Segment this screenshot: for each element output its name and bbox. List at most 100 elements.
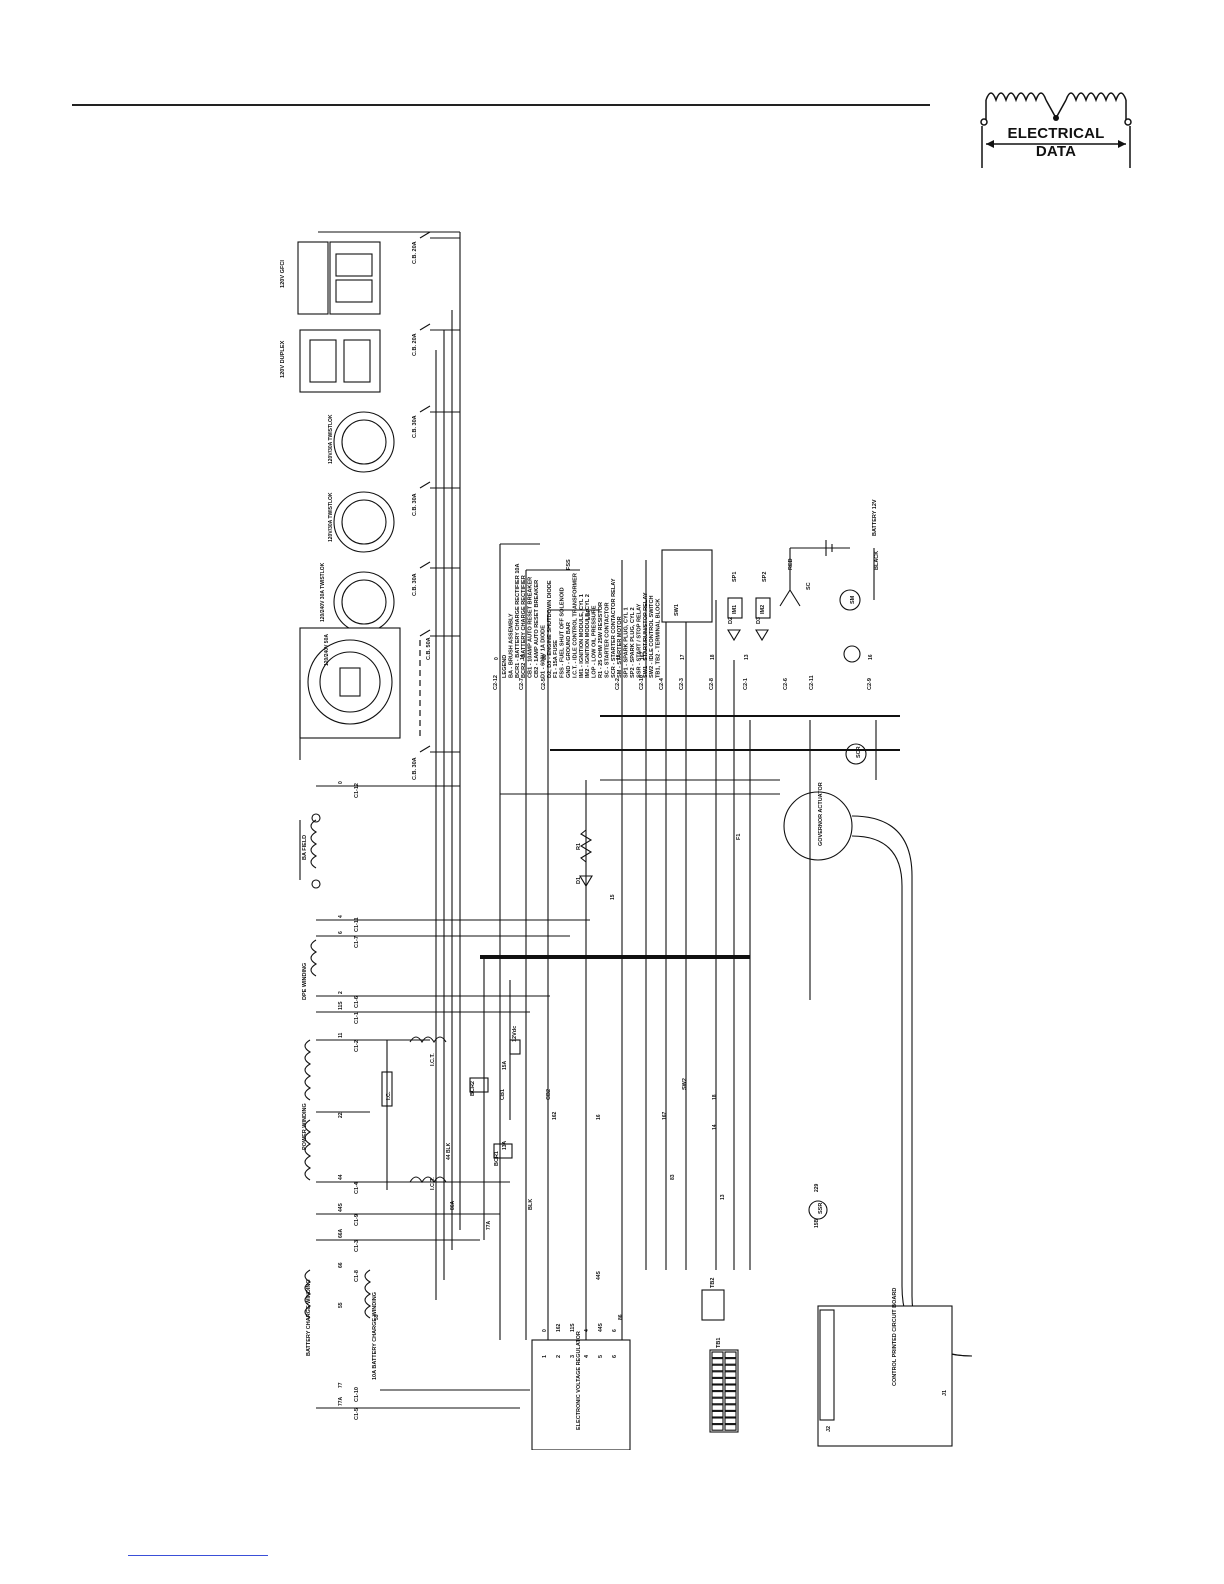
wire-label-top: 16 xyxy=(868,654,874,660)
label-sw1: SW1 xyxy=(674,604,680,616)
connector-left: C1-3 xyxy=(354,1240,360,1252)
control-pcb-box xyxy=(817,1305,953,1447)
evr-pin: 2 xyxy=(556,1355,562,1358)
connector-left: C1-4 xyxy=(354,1181,360,1194)
header-rule xyxy=(72,104,930,106)
ict-coil-2 xyxy=(409,1176,447,1184)
r1-d1 xyxy=(579,829,593,888)
wire-number: 229 xyxy=(814,1183,820,1192)
legend-entry: SSR - START / STOP RELAY xyxy=(636,603,642,678)
legend-entry: BCR2 - BATTERY CHARGE RECTIFIER xyxy=(521,575,527,678)
connector-top: C2-9 xyxy=(867,678,873,690)
wire-label-left: 77A xyxy=(338,1396,344,1406)
evr-wire: 44S xyxy=(598,1322,604,1332)
wire-number: 15A xyxy=(502,1060,508,1070)
label-cb-30a-2: C.B. 30A xyxy=(412,493,418,516)
label-blk: BLK xyxy=(528,1199,534,1210)
ict-coil-1 xyxy=(409,1036,447,1044)
governor-actuator xyxy=(783,791,853,861)
ict-group xyxy=(381,1036,447,1190)
wiring-diagram: LEGENDBA - BRUSH ASSEMBLYBCR1 - BATTERY … xyxy=(280,231,973,1450)
tb1-terminal xyxy=(711,1404,724,1411)
label-receptacle-50a: 120/240V 50A xyxy=(324,634,330,666)
tb2-block xyxy=(701,1289,725,1321)
label-d2: D2 xyxy=(728,617,734,624)
charge-circuit xyxy=(469,956,521,1240)
label-d3: D3 xyxy=(756,617,762,624)
d2-diode xyxy=(727,629,741,642)
label-cb2: CB2 xyxy=(546,1089,552,1100)
wire-number: 167 xyxy=(662,1111,668,1120)
bottom-link[interactable] xyxy=(128,1555,268,1556)
twistlok-2 xyxy=(333,491,395,553)
tb1-terminal xyxy=(711,1351,724,1359)
label-twistlok-2: 120V/30A TWISTLOK xyxy=(328,492,334,542)
connector-left: C1-1 xyxy=(354,1012,360,1024)
tb1-terminal xyxy=(711,1391,724,1398)
connector-left: C1-6 xyxy=(354,996,360,1008)
tb1-terminal xyxy=(724,1397,737,1405)
label-bcr2: BCR2 xyxy=(470,1081,476,1096)
evr-pin: 5 xyxy=(598,1355,604,1358)
electrical-data-badge-icon xyxy=(980,92,1132,168)
wire-label-left: 11 xyxy=(338,1032,344,1038)
gfci-housing xyxy=(297,241,329,315)
sm-motor xyxy=(839,589,861,611)
evr-pin: 6 xyxy=(612,1355,618,1358)
label-tb2: TB2 xyxy=(710,1278,716,1288)
label-cb-30a-3: C.B. 30A xyxy=(412,573,418,596)
legend-entry: BA - BRUSH ASSEMBLY xyxy=(508,613,514,678)
legend-entry: IM2 - IGNITION MODULE, CYL 2 xyxy=(585,594,591,678)
legend-entry: SP2 - SPARK PLUG, CYL 2 xyxy=(630,607,636,678)
label-fss: FSS xyxy=(566,559,572,570)
label-ict-1: I.C.T. xyxy=(430,1053,436,1066)
label-cb-20a-2: C.B. 20A xyxy=(412,333,418,356)
wire-number: 44 BLK xyxy=(446,1142,452,1160)
ssr-relay xyxy=(808,1200,828,1220)
legend-entry: I.C.T. - IDLE CONTROL TRANSFORMER xyxy=(572,573,578,678)
tb1-terminal xyxy=(724,1364,737,1372)
label-d1: D1 xyxy=(576,877,582,884)
wire-number: 16 xyxy=(596,1114,602,1120)
wire-label-left: 11S xyxy=(338,1001,344,1010)
wire-label-top: 13 xyxy=(744,654,750,660)
label-sm: SM xyxy=(850,595,856,604)
evr-pin: 3 xyxy=(570,1355,576,1358)
bcr1-box xyxy=(493,1143,513,1159)
field-coil xyxy=(310,819,318,869)
label-governor: GOVERNOR ACTUATOR xyxy=(818,782,824,846)
d3-diode xyxy=(755,629,769,642)
evr-wire: 162 xyxy=(556,1323,562,1332)
sc-contactor xyxy=(779,589,801,607)
connector-top: C2-12 xyxy=(493,675,499,690)
legend-entry: GND - GROUND BAR xyxy=(566,622,572,678)
label-cb-30a-1: C.B. 30A xyxy=(412,415,418,438)
battery-charge-10a-coil xyxy=(364,1269,372,1319)
j2-connector xyxy=(819,1309,835,1421)
label-red: RED xyxy=(788,558,794,570)
breakers xyxy=(419,231,460,753)
battery-charge-coil xyxy=(304,1269,312,1319)
dpe-coil xyxy=(310,939,318,977)
r1-resistor xyxy=(579,829,593,863)
label-scr: SCR xyxy=(856,746,862,758)
wire-label-left: 6 xyxy=(338,931,344,934)
tb1-terminal xyxy=(711,1371,724,1378)
legend-entry: SC - STARTER CONTACTOR xyxy=(604,602,610,678)
label-twistlok-1: 120V/30A TWISTLOK xyxy=(328,414,334,464)
wire-label-left: 44 xyxy=(338,1174,344,1180)
label-im2: IM2 xyxy=(760,605,766,614)
wire-label-top: 18 xyxy=(710,654,716,660)
wire-number: 13A xyxy=(502,1140,508,1150)
badge-title-line2: DATA xyxy=(1035,143,1077,160)
legend-entry: D1 - 600V 1A DIODE xyxy=(540,625,546,678)
evr-wire: 6 xyxy=(612,1329,618,1332)
evr-wire: 0 xyxy=(542,1329,548,1332)
evr-pin: 4 xyxy=(584,1354,590,1358)
label-power: POWER WINDING xyxy=(302,1103,308,1150)
tb1-terminal xyxy=(724,1384,737,1392)
tb1-terminal xyxy=(711,1410,724,1418)
bus-wires xyxy=(299,231,461,1300)
tb1-terminal xyxy=(724,1371,737,1378)
label-v12dc: 12Vdc xyxy=(512,1026,518,1042)
